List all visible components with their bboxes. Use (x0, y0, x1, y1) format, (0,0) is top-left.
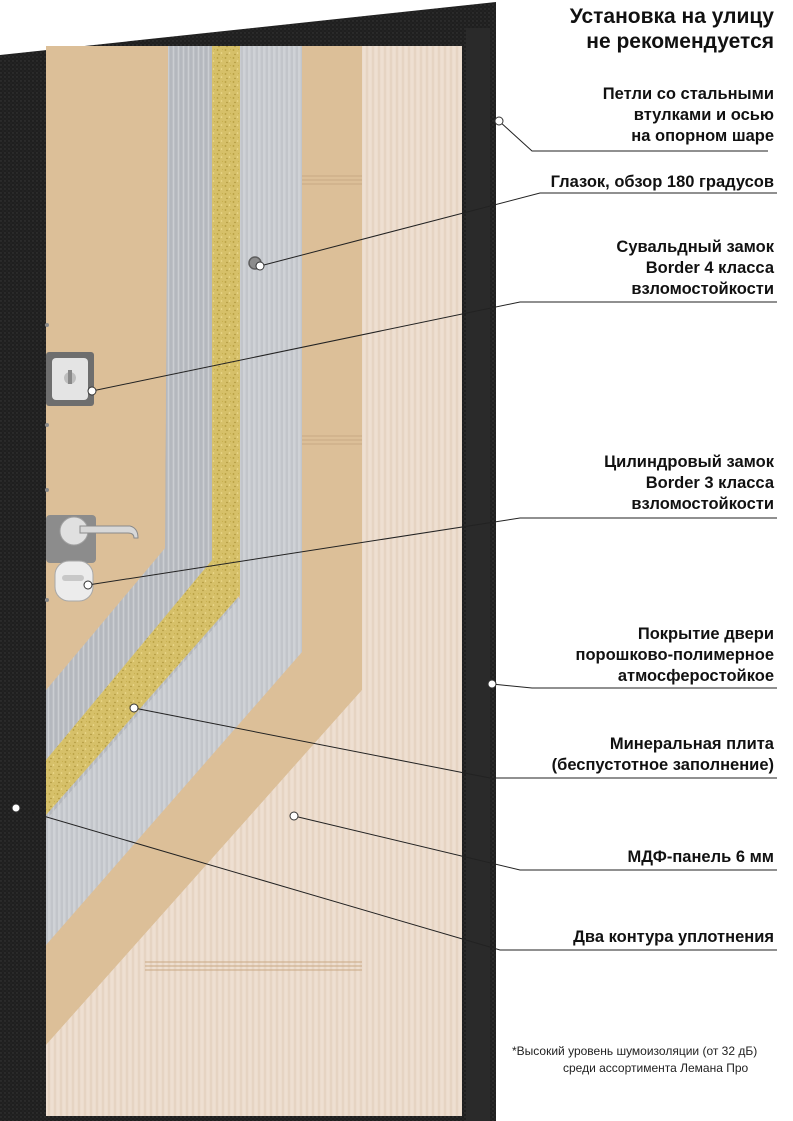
lever-lock-icon (46, 352, 94, 406)
door-handle-icon (46, 515, 139, 563)
mineral-board-layer (46, 46, 240, 815)
footnote-line-2: среди ассортимента Лемана Про (563, 1061, 749, 1075)
callout-peephole-line-1: Глазок, обзор 180 градусов (550, 173, 774, 191)
frame-pins (45, 323, 49, 602)
callout-mdf-panel: МДФ-панель 6 мм (627, 847, 774, 868)
steel-layer-outer (46, 46, 212, 710)
callout-peephole: Глазок, обзор 180 градусов (551, 172, 774, 193)
callout-hinges-line-1: Петли со стальными (602, 85, 774, 103)
callout-cylinder-lock: Цилиндровый замок Border 3 класса взломо… (604, 452, 774, 515)
callout-lever-lock: Сувальдный замок Border 4 класса взломос… (616, 237, 774, 300)
callout-cylinder-lock-line-2: Border 3 класса (645, 474, 774, 492)
callout-hinges: Петли со стальными втулками и осью на оп… (603, 84, 774, 147)
callout-lever-lock-line-2: Border 4 класса (645, 259, 774, 277)
cylinder-lock-icon (54, 560, 94, 602)
callout-coating-line-1: Покрытие двери (637, 625, 774, 643)
steel-layer-inner (46, 46, 302, 945)
heading-line-1: Установка на улицу (569, 5, 774, 28)
mdf-tan-band (46, 46, 362, 1045)
callout-mdf-panel-line-1: МДФ-панель 6 мм (627, 848, 774, 866)
callout-cylinder-lock-line-3: взломостойкости (631, 495, 774, 513)
heading-line-2: не рекомендуется (586, 30, 774, 53)
mdf-panel-right (46, 46, 462, 1116)
callout-coating: Покрытие двери порошково-полимерное атмо… (575, 624, 774, 687)
callout-seals-line-1: Два контура уплотнения (573, 928, 774, 946)
installation-warning-heading: Установка на улицу не рекомендуется (570, 4, 774, 54)
callout-lever-lock-line-1: Сувальдный замок (616, 238, 774, 256)
leader-lines (15, 120, 777, 951)
leader-dots (11, 116, 504, 821)
footnote-line-1: *Высокий уровень шумоизоляции (от 32 дБ) (512, 1044, 758, 1058)
callout-hinges-line-3: на опорном шаре (631, 127, 774, 145)
callout-mineral-board-line-1: Минеральная плита (609, 735, 774, 753)
callout-lever-lock-line-3: взломостойкости (631, 280, 774, 298)
door-frame-inner-edge (466, 28, 490, 1121)
callout-coating-line-3: атмосферостойкое (617, 667, 774, 685)
callout-mineral-board-line-2: (беспустотное заполнение) (551, 756, 774, 774)
callout-hinges-line-2: втулками и осью (633, 106, 774, 124)
groove-marks (145, 175, 362, 971)
callout-cylinder-lock-line-1: Цилиндровый замок (604, 453, 774, 471)
callout-mineral-board: Минеральная плита (беспустотное заполнен… (552, 734, 774, 776)
callout-seals: Два контура уплотнения (573, 927, 774, 948)
callout-coating-line-2: порошково-полимерное (575, 646, 774, 664)
